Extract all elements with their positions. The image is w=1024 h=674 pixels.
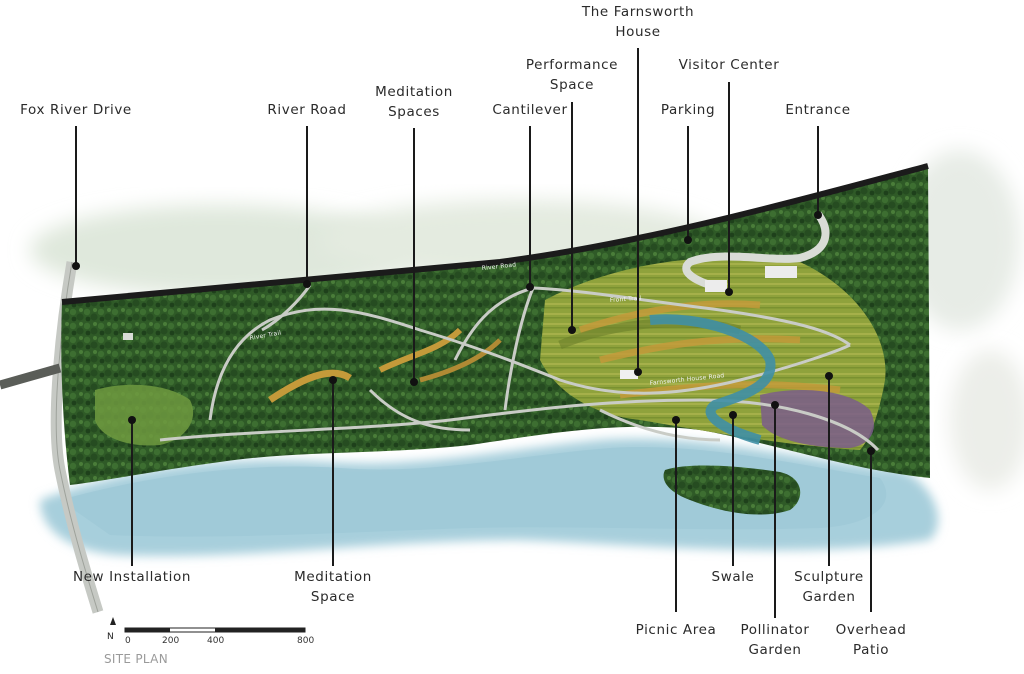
river-road-marker: [303, 280, 311, 288]
performance-space-label-line: Performance: [525, 57, 619, 73]
visitor-center-label: Visitor Center: [679, 55, 780, 75]
visitor-center-marker: [725, 288, 733, 296]
island: [663, 465, 801, 515]
entrance-marker: [814, 211, 822, 219]
performance-space-marker: [568, 326, 576, 334]
parking-label-line: Parking: [660, 102, 716, 118]
picnic-area-label: Picnic Area: [636, 620, 717, 640]
scale-bar: [110, 617, 306, 633]
plan-title: SITE PLAN: [104, 652, 168, 666]
trail-network: [159, 284, 880, 452]
callout-lines: [72, 48, 875, 618]
pollinator-garden-label-line: Pollinator: [740, 622, 810, 638]
visitor-center-label-line: Visitor Center: [678, 57, 780, 73]
farnsworth-house-label-line: House: [615, 24, 661, 40]
swale-water: [649, 314, 776, 445]
scale-tick-label: 200: [162, 636, 179, 646]
picnic-area-marker: [672, 416, 680, 424]
entrance-label: Entrance: [785, 100, 850, 120]
river-road-label: River Road: [267, 100, 346, 120]
parking-marker: [684, 236, 692, 244]
entrance-drive: [123, 211, 830, 379]
new-installation-label-line: New Installation: [72, 569, 192, 585]
meditation-spaces-marker: [410, 378, 418, 386]
scale-tick-label: 800: [297, 636, 314, 646]
swale-marker: [729, 411, 737, 419]
fox-river-drive-label: Fox River Drive: [20, 100, 132, 120]
fox-river-drive-marker: [72, 262, 80, 270]
farnsworth-house-label-line: The Farnsworth: [581, 4, 695, 20]
fox-river-drive-label-line: Fox River Drive: [20, 102, 132, 118]
meditation-space-label-line: Meditation: [294, 569, 372, 585]
overhead-patio-label-line: Patio: [852, 642, 890, 658]
swale-label-line: Swale: [711, 569, 755, 585]
swale-label: Swale: [712, 567, 755, 587]
scale-tick-label: 400: [207, 636, 224, 646]
overhead-patio-marker: [867, 447, 875, 455]
sculpture-garden-label-line: Sculpture: [794, 569, 864, 585]
pollinator-garden-label-line: Garden: [748, 642, 802, 658]
cantilever-marker: [526, 283, 534, 291]
north-label: N: [107, 632, 114, 642]
meditation-space-label-line: Space: [310, 589, 356, 605]
meditation-spaces-label-line: Meditation: [375, 84, 453, 100]
river-road-label-line: River Road: [267, 102, 347, 118]
new-installation-label: New Installation: [73, 567, 191, 587]
scale-tick-label: 0: [125, 636, 131, 646]
meditation-spaces-label-line: Spaces: [388, 104, 440, 120]
performance-space-label-line: Space: [549, 77, 595, 93]
river-road-map-label: River Road: [481, 261, 516, 272]
picnic-area-label-line: Picnic Area: [635, 622, 717, 638]
front-trail-map-label: Front Trail: [610, 295, 642, 304]
farnsworth-house-marker: [634, 368, 642, 376]
river-road-line: [61, 163, 929, 305]
new-installation-marker: [128, 416, 136, 424]
pollinator-garden-marker: [771, 401, 779, 409]
cantilever-label: Cantilever: [492, 100, 567, 120]
sculpture-garden-marker: [825, 372, 833, 380]
sculpture-garden-label-line: Garden: [802, 589, 856, 605]
meditation-space-marker: [329, 376, 337, 384]
cantilever-label-line: Cantilever: [492, 102, 568, 118]
north-arrow-icon: [110, 617, 116, 625]
parking-label: Parking: [661, 100, 715, 120]
overhead-patio-label-line: Overhead: [835, 622, 907, 638]
entrance-label-line: Entrance: [785, 102, 851, 118]
